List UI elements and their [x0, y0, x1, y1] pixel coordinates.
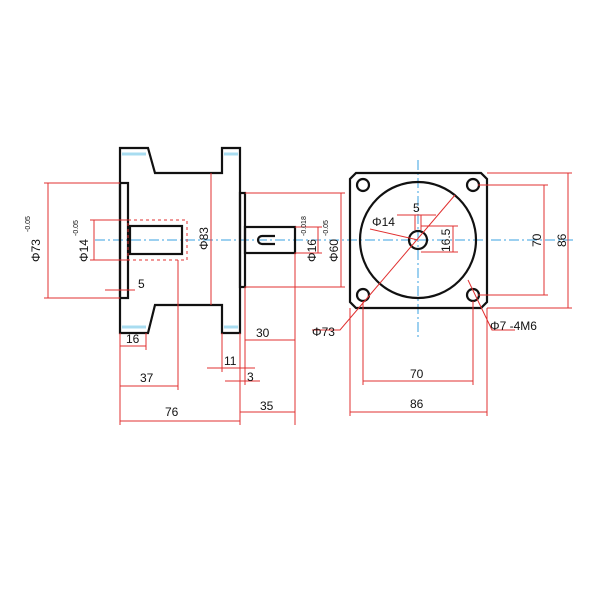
side-view-dimensions: Φ73 -0.05 Φ14 -0.05 Φ83 Φ16 -0.018 Φ60 -…	[25, 173, 345, 425]
dim-5: 5	[138, 277, 145, 291]
svg-text:-0.05: -0.05	[73, 220, 80, 236]
dim-16-5: 16.5	[439, 228, 453, 252]
mount-hole	[465, 177, 481, 193]
dim-11: 11	[224, 354, 237, 368]
dim-86-horizontal: 86	[410, 397, 424, 411]
dim-phi73: Φ73	[29, 239, 43, 262]
mount-hole	[355, 177, 371, 193]
dim-bore-phi14: Φ14	[372, 215, 395, 229]
dim-35: 35	[260, 399, 274, 413]
dim-phi83: Φ83	[197, 227, 211, 250]
mount-hole	[355, 287, 371, 303]
dim-37: 37	[140, 371, 154, 385]
shaft-bore	[407, 229, 429, 251]
dim-70-horizontal: 70	[410, 367, 424, 381]
input-bore-hatch	[127, 219, 188, 261]
dim-16: 16	[126, 332, 140, 346]
dim-hole-spec: Φ7 -4M6	[490, 319, 537, 333]
pilot-circle	[358, 180, 478, 300]
dim-86-vertical: 86	[555, 233, 569, 247]
dim-key-5: 5	[413, 201, 420, 215]
input-bore	[128, 224, 184, 256]
input-pilot	[118, 181, 130, 300]
svg-text:-0.018: -0.018	[301, 216, 308, 236]
dim-70-vertical: 70	[530, 233, 544, 247]
svg-text:-0.05: -0.05	[25, 216, 32, 232]
dim-phi60: Φ60	[327, 239, 341, 262]
dim-phi14: Φ14	[77, 239, 91, 262]
dim-3: 3	[247, 370, 254, 384]
dim-30: 30	[256, 326, 270, 340]
svg-text:-0.05: -0.05	[323, 220, 330, 236]
shaft-key	[256, 234, 275, 246]
dim-phi73-pcd: Φ73	[312, 325, 335, 339]
output-shaft	[243, 225, 297, 255]
front-view-dimensions: 5 Φ14 16.5 70 86 Φ73 Φ7 -4M6 70 86	[312, 172, 572, 416]
dim-76: 76	[165, 405, 179, 419]
dim-phi16: Φ16	[305, 239, 319, 262]
